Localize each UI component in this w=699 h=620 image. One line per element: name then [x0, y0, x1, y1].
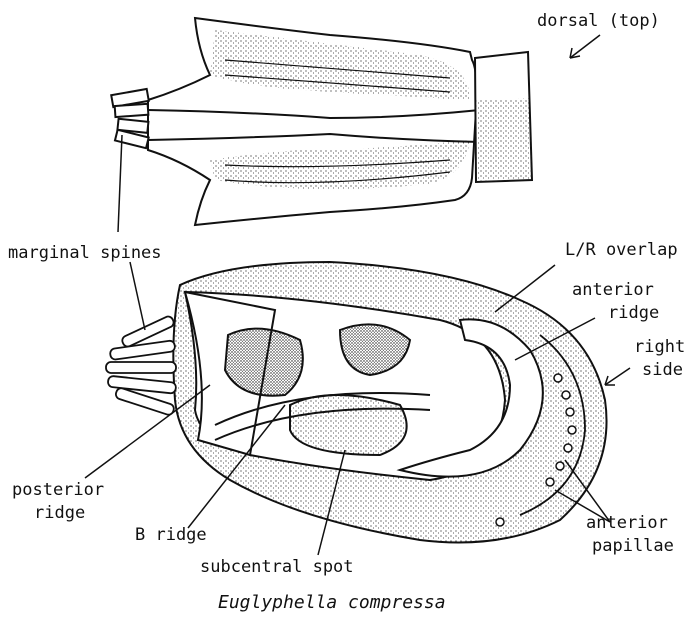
- label-posterior-ridge-line1: posterior: [12, 480, 104, 500]
- subcentral-spot-region: [290, 395, 407, 455]
- figure-caption: Euglyphella compressa: [218, 592, 446, 613]
- spine-leader-bottom: [130, 262, 145, 330]
- dorsal-arrow: [570, 35, 600, 58]
- lateral-view: [106, 262, 607, 543]
- right-side-arrow: [605, 368, 630, 385]
- label-posterior-ridge-line2: ridge: [34, 503, 85, 523]
- label-anterior-papillae-line1: anterior: [586, 513, 668, 533]
- dorsal-anterior-box-stipple: [476, 98, 532, 182]
- label-anterior-papillae-line2: papillae: [592, 536, 674, 556]
- label-lr-overlap: L/R overlap: [565, 240, 678, 260]
- label-right-side-line2: side: [642, 360, 683, 380]
- spine-leader-top: [118, 135, 122, 232]
- label-anterior-ridge-line2: ridge: [608, 303, 659, 323]
- lateral-marginal-spines: [106, 315, 176, 416]
- label-b-ridge: B ridge: [135, 525, 207, 545]
- label-anterior-ridge-line1: anterior: [572, 280, 654, 300]
- label-marginal-spines: marginal spines: [8, 243, 162, 263]
- dorsal-marginal-spines: [111, 89, 149, 148]
- label-dorsal: dorsal (top): [537, 11, 660, 31]
- label-right-side-line1: right: [634, 337, 685, 357]
- label-subcentral-spot: subcentral spot: [200, 557, 354, 577]
- dorsal-view: [111, 18, 532, 225]
- dark-spot-1: [225, 329, 303, 396]
